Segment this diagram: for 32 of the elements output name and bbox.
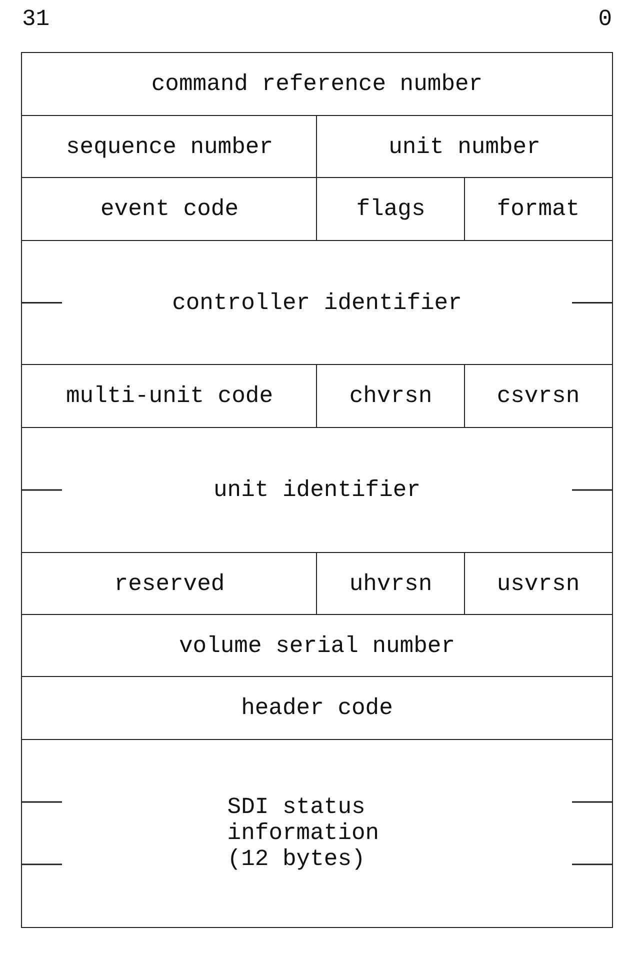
field-name: flags [356, 196, 426, 222]
packet-field [464, 364, 613, 428]
packet-field [21, 177, 318, 242]
packet-field [316, 114, 613, 179]
packet-field [21, 52, 613, 116]
bit-number: 0 [598, 6, 612, 32]
field-name: volume serial number [178, 632, 456, 659]
packet-field [21, 614, 613, 678]
packet-field [21, 240, 613, 366]
field-name: format [496, 196, 580, 222]
packet-field [21, 676, 613, 740]
packet-field [21, 738, 613, 928]
packet-field [316, 177, 466, 242]
field-name: sequence number [66, 134, 274, 160]
packet-field [21, 426, 613, 554]
packet-field [21, 364, 318, 428]
field-name: uhvrsn [349, 570, 432, 597]
field-name: event code [100, 196, 239, 222]
field-name: csvrsn [496, 383, 580, 410]
field-name: SDI status information (12 bytes) [227, 794, 380, 872]
field-name: unit identifier [213, 476, 421, 503]
field-name: unit number [388, 134, 540, 160]
packet-field [316, 364, 466, 428]
field-name: controller identifier [172, 290, 462, 316]
bit-number: 31 [22, 6, 50, 32]
field-name: header code [241, 695, 393, 722]
field-name: reserved [114, 570, 225, 597]
field-name: command reference number [151, 71, 483, 98]
field-name: usvrsn [496, 570, 580, 597]
packet-field [464, 177, 613, 242]
field-name: chvrsn [349, 383, 432, 410]
field-name: multi-unit code [66, 383, 274, 410]
